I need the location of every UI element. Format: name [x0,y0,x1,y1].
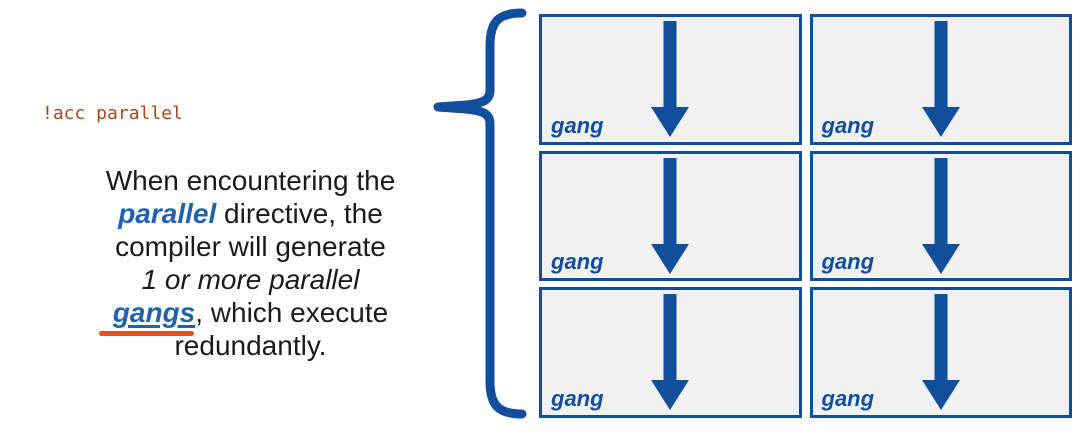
gang-box-3: gang [539,150,802,282]
text-segment: compiler will generate [115,231,386,262]
gang-grid: gang gang gang gang [539,14,1072,418]
gang-box-1: gang [539,14,802,145]
gang-label: gang [821,386,875,411]
gangs-keyword: gangs [112,297,196,328]
paragraph-line-3: compiler will generate [53,230,448,263]
description-paragraph: When encountering the parallel directive… [53,164,448,362]
gang-label: gang [821,112,875,138]
arrow-down-icon [921,21,960,137]
text-segment: directive, the [216,198,383,229]
gang-box-4: gang [809,150,1072,282]
arrow-down-icon [651,21,690,137]
gang-label: gang [551,112,604,138]
arrow-down-icon [651,157,690,274]
gang-label: gang [551,249,604,275]
acc-parallel-directive-label: !acc parallel [42,103,183,124]
paragraph-line-4: 1 or more parallel [53,263,448,296]
text-segment: When encountering the [105,165,396,196]
text-segment: 1 or more parallel [141,264,360,295]
paragraph-line-1: When encountering the [53,164,448,197]
gang-box-6: gang [809,287,1072,418]
arrow-down-icon [921,157,960,274]
parallel-keyword: parallel [118,198,217,229]
gang-label: gang [551,386,604,411]
paragraph-line-2: parallel directive, the [53,197,448,230]
gang-box-2: gang [809,14,1072,145]
arrow-down-icon [651,294,690,411]
arrow-down-icon [921,294,960,411]
gang-box-5: gang [539,287,802,418]
text-segment: redundantly. [174,330,327,361]
paragraph-line-6: redundantly. [53,329,448,362]
text-segment: , which execute [195,297,389,328]
left-curly-brace-icon [433,8,527,419]
gang-label: gang [821,249,875,275]
paragraph-line-5: gangs, which execute [53,296,448,329]
